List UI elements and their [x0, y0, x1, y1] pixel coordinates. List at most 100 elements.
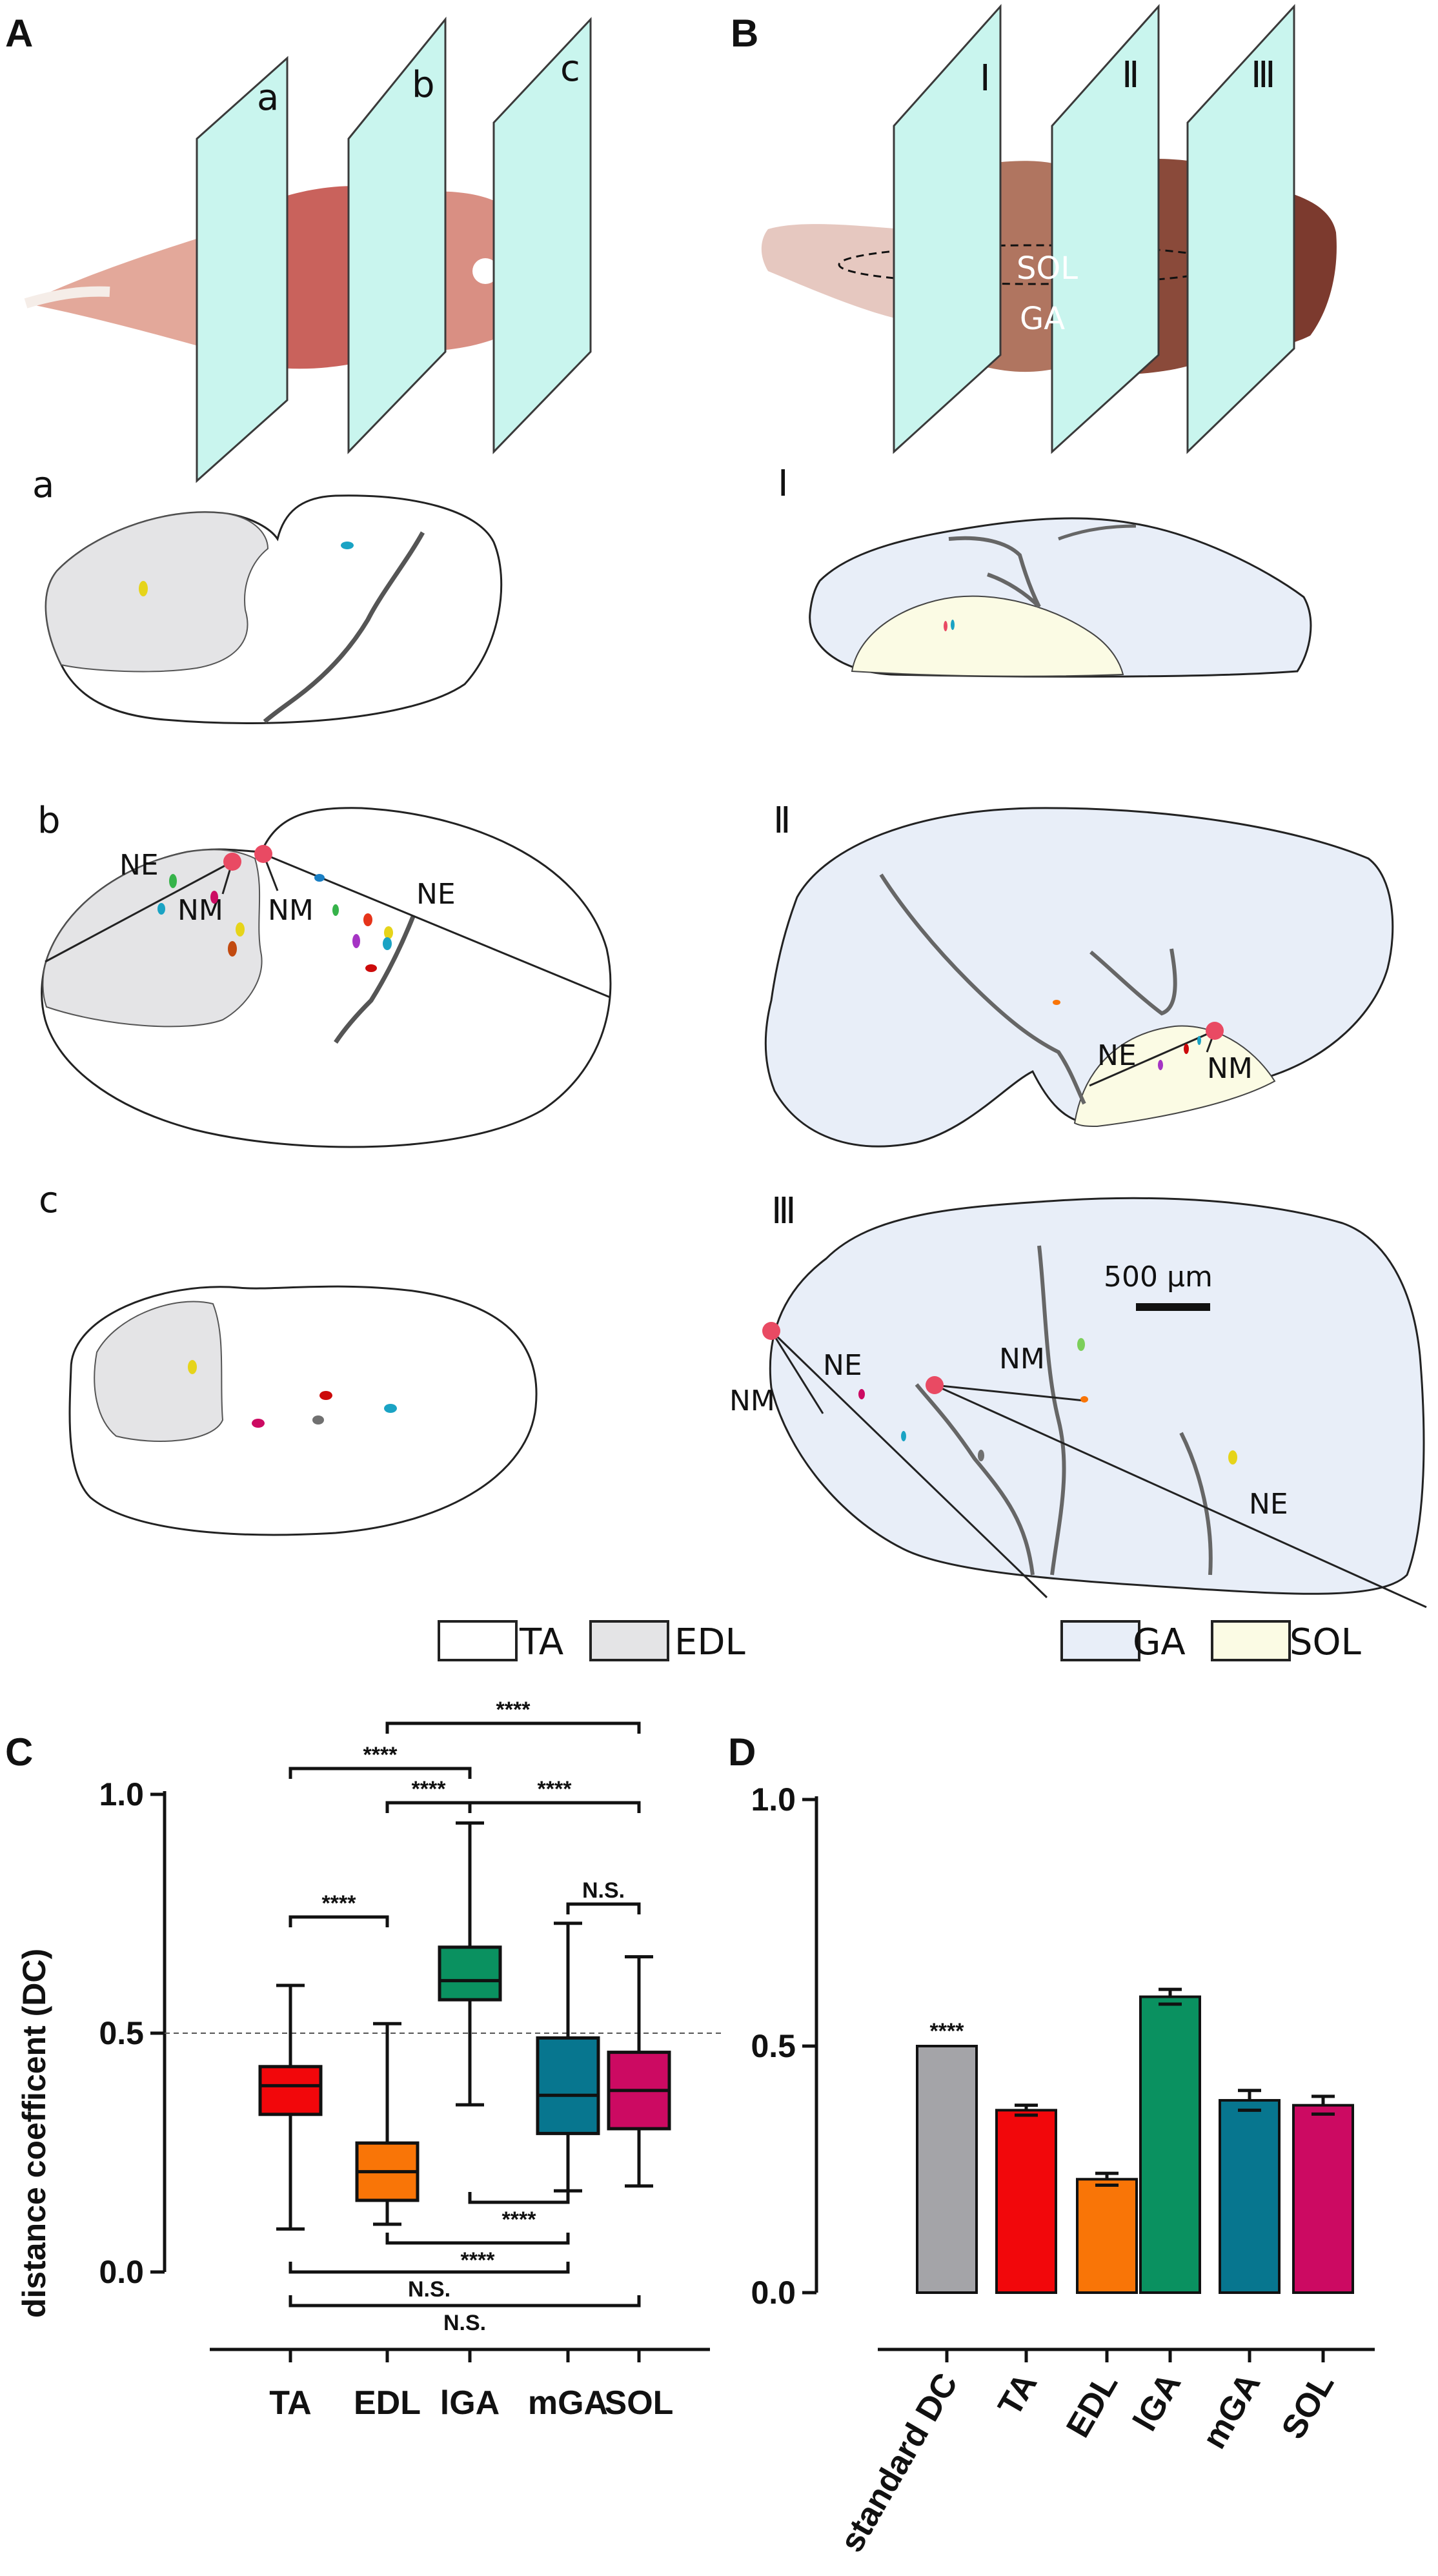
bar-SOL [1292, 2104, 1354, 2294]
boxplot-boxes [258, 1821, 671, 2231]
innervation-point-b-1 [223, 853, 241, 871]
significance-bracket [385, 1721, 641, 1734]
panel-b: B Ⅰ Ⅱ Ⅲ SOL GA Ⅰ Ⅱ [729, 4, 1427, 1663]
significance-label: N.S. [408, 2277, 451, 2302]
section-label-c: c [39, 1179, 59, 1221]
nm-dot-iii [1077, 1338, 1085, 1351]
nm-dot-iii [1080, 1396, 1088, 1403]
nm-dot-c [188, 1360, 197, 1374]
edl-region-c [94, 1301, 224, 1442]
nm-dot-c [252, 1419, 265, 1428]
nm-label-b-2: NM [268, 894, 314, 927]
legend-swatch-sol [1211, 1620, 1291, 1661]
nm-dot-b [228, 941, 237, 957]
nerve-branch-i [1058, 524, 1137, 541]
section-label-ii: Ⅱ [773, 800, 791, 842]
significance-label: **** [322, 1891, 357, 1916]
significance-label: **** [538, 1777, 572, 1801]
legend-swatch-ga [1060, 1620, 1140, 1661]
significance-bracket [289, 1915, 389, 1927]
y-tick-label: 0.5 [751, 2028, 796, 2064]
innervation-point-ii [1206, 1022, 1224, 1040]
sol-region-ii [1073, 1025, 1276, 1128]
legend-swatch-edl [589, 1620, 669, 1661]
boxplot-y-axis-label: distance coefficent (DC) [16, 1949, 52, 2318]
innervation-point-iii-a [762, 1322, 780, 1340]
bar-mGA [1219, 2099, 1281, 2295]
significance-bracket [385, 2233, 570, 2245]
nm-label-ii: NM [1207, 1052, 1253, 1085]
section-label-a: a [32, 464, 54, 506]
x-tick-label: EDL [1059, 2367, 1125, 2444]
panel-label-a: A [5, 12, 33, 55]
nm-dot-iii [978, 1450, 984, 1461]
nerve-branch-iii [915, 1383, 1035, 1576]
box-mGA [536, 2036, 600, 2135]
ne-line-iii-b [934, 1384, 1427, 1608]
significance-label: **** [412, 1777, 447, 1801]
nm-dot-i [951, 620, 955, 630]
nm-label-iii-b: NM [999, 1343, 1045, 1375]
bar-chart-bars: **** [916, 1987, 1354, 2295]
panel-label-c: C [5, 1730, 33, 1774]
nm-dot-ii [1053, 1000, 1060, 1005]
nm-dot-b [314, 874, 325, 882]
nm-dot-b [384, 926, 393, 939]
nm-dot-c [319, 1391, 332, 1400]
significance-label: **** [502, 2207, 537, 2232]
nm-dot-a-2 [341, 542, 354, 549]
nm-dot-b [332, 904, 339, 916]
nm-line-iii-a [770, 1330, 824, 1414]
section-plane-c [492, 17, 592, 454]
nm-dot-a-1 [139, 581, 148, 596]
significance-bracket [289, 2262, 570, 2274]
nerve-branch-a [263, 531, 425, 724]
nerve-branch-i [948, 536, 1041, 609]
section-plane-a [196, 56, 289, 483]
box-TA [258, 2065, 323, 2116]
x-tick-label: lGA [440, 2384, 500, 2422]
box-lGA [438, 1945, 502, 2002]
significance-label: **** [930, 2019, 965, 2044]
y-tick-label: 1.0 [751, 1781, 796, 1818]
section-label-b: b [37, 800, 61, 842]
ne-label-b-right: NE [416, 878, 456, 911]
significance-label: **** [461, 2248, 496, 2273]
nm-dot-b [363, 913, 372, 926]
significance-brackets: ********************N.S.********N.S.N.S. [289, 1698, 641, 2335]
section-plane-i [893, 4, 1002, 454]
x-tick-label: TA [269, 2384, 311, 2422]
x-tick-label: lGA [1126, 2367, 1188, 2437]
x-tick-label: SOL [605, 2384, 674, 2422]
bar-standard-DC [916, 2045, 978, 2294]
y-tick-label: 0.5 [99, 2015, 144, 2051]
legend-label-ta: TA [519, 1621, 563, 1663]
plane-letter-c: c [560, 48, 580, 90]
significance-bracket [566, 1902, 641, 1914]
significance-label: **** [496, 1698, 531, 1722]
plane-letter-i: Ⅰ [980, 57, 991, 99]
nm-line-iii-b [934, 1384, 1085, 1402]
panel-label-b: B [731, 12, 758, 55]
section-plane-iii [1186, 4, 1295, 454]
ne-line-ii [1089, 1029, 1215, 1087]
nm-dot-b [352, 934, 360, 948]
bar-lGA [1139, 1995, 1201, 2295]
section-label-i: Ⅰ [778, 463, 789, 505]
ne-line-b-left [45, 860, 233, 963]
nm-dot-c [384, 1404, 397, 1413]
section-label-iii: Ⅲ [771, 1190, 796, 1232]
muscle-label-ga: GA [1020, 301, 1065, 337]
innervation-point-iii-b [926, 1376, 944, 1394]
plane-letter-b: b [412, 64, 435, 106]
nerve-branch-ii [1089, 948, 1177, 1016]
section-plane-b [347, 16, 447, 454]
nerve-branch-iii [1037, 1245, 1066, 1576]
nm-dot-b [365, 964, 377, 972]
nm-dot-b [157, 903, 165, 915]
nm-dot-b [210, 891, 218, 904]
